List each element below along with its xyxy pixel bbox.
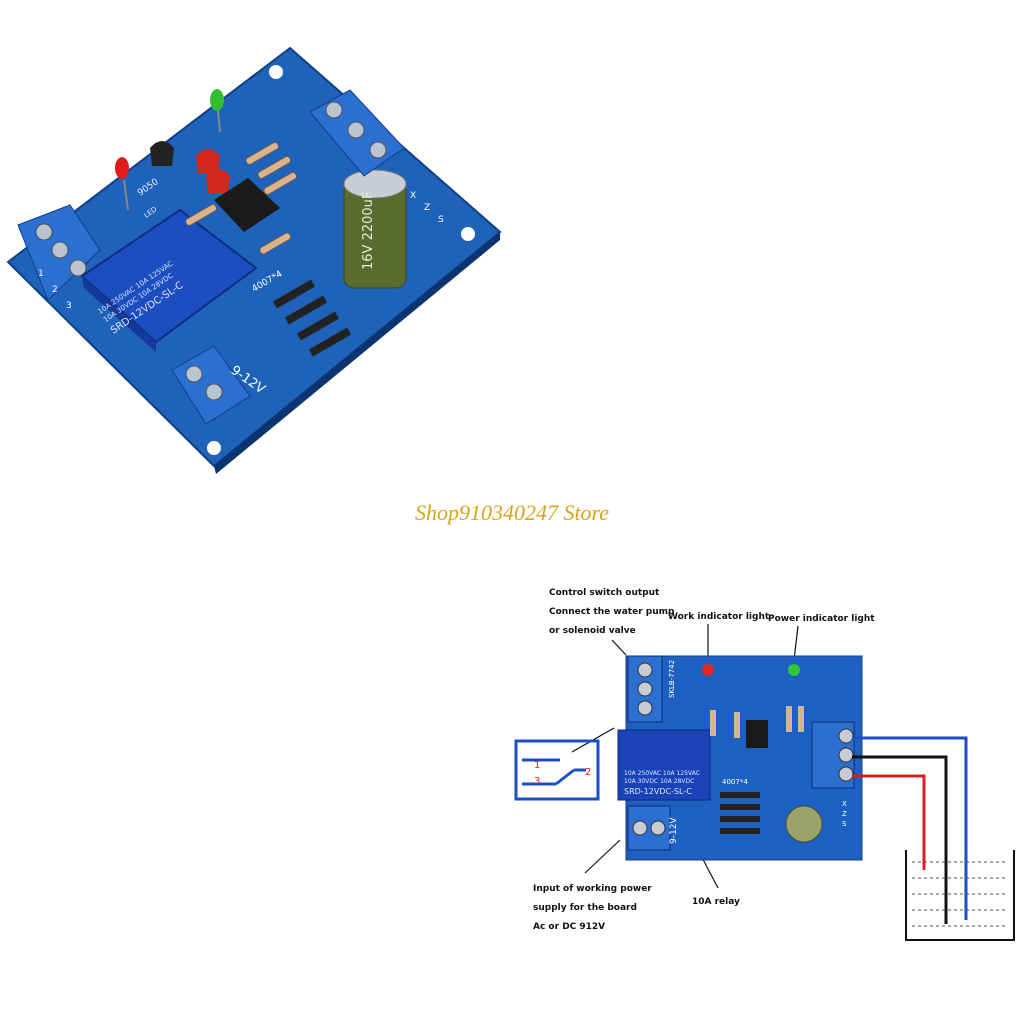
- switch-num-1: 1: [534, 760, 540, 771]
- control-output-line-2: Connect the water pump: [549, 607, 675, 617]
- diagram-label-x: X: [842, 800, 847, 808]
- switch-num-2: 2: [585, 767, 591, 778]
- control-output-label: Control switch output Connect the water …: [549, 584, 674, 641]
- capacitor-red: [206, 169, 230, 194]
- terminal-num-1: 1: [38, 269, 44, 279]
- electrolytic-capacitor: 16V 2200uF: [343, 169, 407, 289]
- power-input-line-2: supply for the board: [533, 903, 637, 913]
- diagram-green-led: [788, 664, 800, 676]
- diagram-red-led: [702, 664, 714, 676]
- left-terminal-block: [17, 204, 101, 301]
- terminal-label-x: X: [410, 191, 416, 201]
- work-light-label: Work indicator light: [668, 612, 770, 622]
- mount-hole: [207, 441, 221, 455]
- diagram-diode-label: 4007*4: [722, 778, 748, 786]
- power-terminal-block: [171, 345, 251, 425]
- mount-hole: [461, 227, 475, 241]
- blue-wire: [852, 736, 968, 920]
- diagram-relay-model: SRD-12VDC-SL-C: [624, 787, 692, 796]
- board-model-label: SKLB-7742: [668, 660, 676, 698]
- diagram-resistors: [710, 706, 804, 738]
- switch-symbol: 1 2 3: [514, 739, 600, 801]
- transistor: [150, 141, 174, 166]
- switch-num-3: 3: [534, 776, 540, 787]
- power-input-label: Input of working power supply for the bo…: [533, 880, 652, 937]
- diagram-sensor-terminal: [811, 721, 855, 789]
- mount-hole: [269, 65, 283, 79]
- diagram-ic-chip: [746, 720, 768, 748]
- ic-chip: [214, 178, 280, 232]
- power-light-label: Power indicator light: [768, 614, 875, 624]
- diagram-relay-text-1: 10A 250VAC 10A 125VAC: [624, 770, 700, 777]
- relay: 10A 250VAC 10A 125VAC 10A 30VDC 10A 28VD…: [80, 208, 258, 352]
- power-input-line-1: Input of working power: [533, 884, 652, 894]
- terminal-num-2: 2: [52, 285, 58, 295]
- water-tank: [905, 850, 1015, 941]
- diodes: [272, 279, 352, 357]
- relay-label: 10A relay: [692, 897, 740, 907]
- red-wire: [852, 774, 926, 870]
- diagram-relay-text-2: 10A 30VDC 10A 28VDC: [624, 778, 694, 785]
- terminal-num-3: 3: [66, 301, 72, 311]
- control-output-line-1: Control switch output: [549, 588, 660, 598]
- terminal-label-z: Z: [424, 203, 430, 213]
- red-led: [115, 157, 129, 211]
- wiring-diagram: 1 2 3 SKLB-7742 10A 250VAC 10A 125VAC 10…: [514, 624, 1015, 941]
- diagram-diodes: [720, 792, 760, 834]
- board-voltage: 9-12V: [669, 817, 679, 844]
- top-board-photo: 10A 250VAC 10A 125VAC 10A 30VDC 10A 28VD…: [6, 46, 502, 474]
- resistors: [185, 142, 297, 255]
- control-output-line-3: or solenoid valve: [549, 626, 636, 636]
- black-wire: [852, 755, 948, 924]
- store-watermark: Shop910340247 Store: [414, 500, 610, 525]
- diagram-label-z: Z: [842, 810, 847, 818]
- diagram-label-s: S: [842, 820, 847, 828]
- diagram-capacitor: [785, 805, 823, 843]
- diagram-power-terminal: [627, 805, 671, 851]
- capacitor-text: 16V 2200uF: [361, 192, 376, 270]
- power-input-line-3: Ac or DC 912V: [533, 922, 606, 932]
- terminal-label-s: S: [438, 215, 444, 225]
- right-terminal-block: [309, 89, 405, 177]
- diagram-output-terminal: [627, 655, 663, 723]
- green-led: [210, 89, 224, 133]
- diagram-relay: 10A 250VAC 10A 125VAC 10A 30VDC 10A 28VD…: [617, 729, 711, 801]
- capacitor-red: [196, 149, 220, 174]
